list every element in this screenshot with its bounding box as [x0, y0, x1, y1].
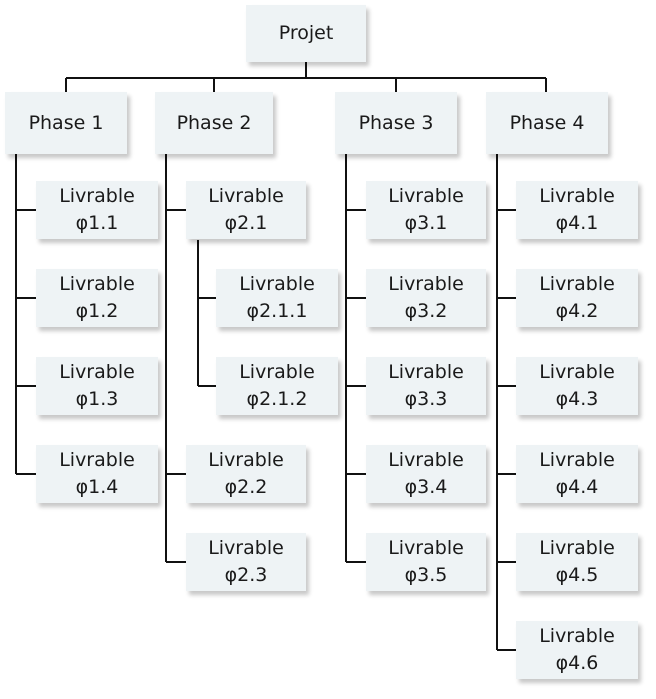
- deliverable-node: Livrable φ4.5: [516, 533, 638, 591]
- deliverable-code: φ3.4: [404, 476, 448, 498]
- deliverable-node: Livrable φ4.6: [516, 621, 638, 679]
- root-node: Projet: [246, 5, 366, 62]
- phase-4-node: Phase 4: [486, 92, 608, 154]
- phase-label: Phase 2: [176, 111, 252, 134]
- deliverable-label: Livrable: [208, 449, 284, 471]
- deliverable-code: φ2.1.2: [246, 388, 308, 410]
- deliverable-label: Livrable: [239, 361, 315, 383]
- deliverable-node: Livrable φ4.2: [516, 269, 638, 327]
- deliverable-node: Livrable φ2.1.1: [216, 269, 338, 327]
- deliverable-node: Livrable φ1.2: [36, 269, 158, 327]
- deliverable-node: Livrable φ1.1: [36, 181, 158, 239]
- deliverable-code: φ1.4: [75, 476, 119, 498]
- deliverable-label: Livrable: [59, 449, 135, 471]
- deliverable-node: Livrable φ1.3: [36, 357, 158, 415]
- deliverable-label: Livrable: [388, 273, 464, 295]
- deliverable-node: Livrable φ2.1: [186, 181, 306, 239]
- deliverable-label: Livrable: [388, 449, 464, 471]
- deliverable-code: φ4.2: [555, 300, 599, 322]
- deliverable-label: Livrable: [388, 537, 464, 559]
- deliverable-node: Livrable φ4.4: [516, 445, 638, 503]
- deliverable-node: Livrable φ3.5: [366, 533, 486, 591]
- deliverable-label: Livrable: [539, 185, 615, 207]
- deliverable-code: φ2.3: [224, 564, 268, 586]
- deliverable-node: Livrable φ3.1: [366, 181, 486, 239]
- deliverable-label: Livrable: [539, 537, 615, 559]
- deliverable-node: Livrable φ4.1: [516, 181, 638, 239]
- deliverable-label: Livrable: [388, 361, 464, 383]
- phase-3-node: Phase 3: [335, 92, 457, 154]
- deliverable-code: φ3.3: [404, 388, 448, 410]
- deliverable-code: φ4.4: [555, 476, 599, 498]
- deliverable-label: Livrable: [208, 185, 284, 207]
- deliverable-code: φ3.1: [404, 212, 448, 234]
- deliverable-label: Livrable: [539, 625, 615, 647]
- deliverable-label: Livrable: [59, 185, 135, 207]
- phase-label: Phase 1: [28, 111, 104, 134]
- deliverable-code: φ1.3: [75, 388, 119, 410]
- deliverable-node: Livrable φ3.2: [366, 269, 486, 327]
- phase-1-node: Phase 1: [5, 92, 127, 154]
- deliverable-label: Livrable: [59, 273, 135, 295]
- deliverable-code: φ3.5: [404, 564, 448, 586]
- deliverable-code: φ1.2: [75, 300, 119, 322]
- deliverable-code: φ2.1: [224, 212, 268, 234]
- phase-2-node: Phase 2: [155, 92, 273, 154]
- deliverable-code: φ2.1.1: [246, 300, 308, 322]
- deliverable-label: Livrable: [539, 449, 615, 471]
- deliverable-label: Livrable: [208, 537, 284, 559]
- deliverable-label: Livrable: [59, 361, 135, 383]
- deliverable-code: φ2.2: [224, 476, 268, 498]
- phase-label: Phase 4: [509, 111, 585, 134]
- deliverable-code: φ4.1: [555, 212, 599, 234]
- deliverable-node: Livrable φ4.3: [516, 357, 638, 415]
- deliverable-code: φ1.1: [75, 212, 119, 234]
- deliverable-node: Livrable φ2.3: [186, 533, 306, 591]
- deliverable-node: Livrable φ2.2: [186, 445, 306, 503]
- deliverable-code: φ4.3: [555, 388, 599, 410]
- phase-label: Phase 3: [358, 111, 434, 134]
- deliverable-label: Livrable: [388, 185, 464, 207]
- root-label: Projet: [278, 22, 334, 44]
- deliverable-node: Livrable φ1.4: [36, 445, 158, 503]
- deliverable-code: φ3.2: [404, 300, 448, 322]
- deliverable-label: Livrable: [539, 361, 615, 383]
- deliverable-code: φ4.5: [555, 564, 599, 586]
- deliverable-label: Livrable: [539, 273, 615, 295]
- deliverable-code: φ4.6: [555, 652, 599, 674]
- deliverable-node: Livrable φ2.1.2: [216, 357, 338, 415]
- deliverable-node: Livrable φ3.3: [366, 357, 486, 415]
- deliverable-node: Livrable φ3.4: [366, 445, 486, 503]
- deliverable-label: Livrable: [239, 273, 315, 295]
